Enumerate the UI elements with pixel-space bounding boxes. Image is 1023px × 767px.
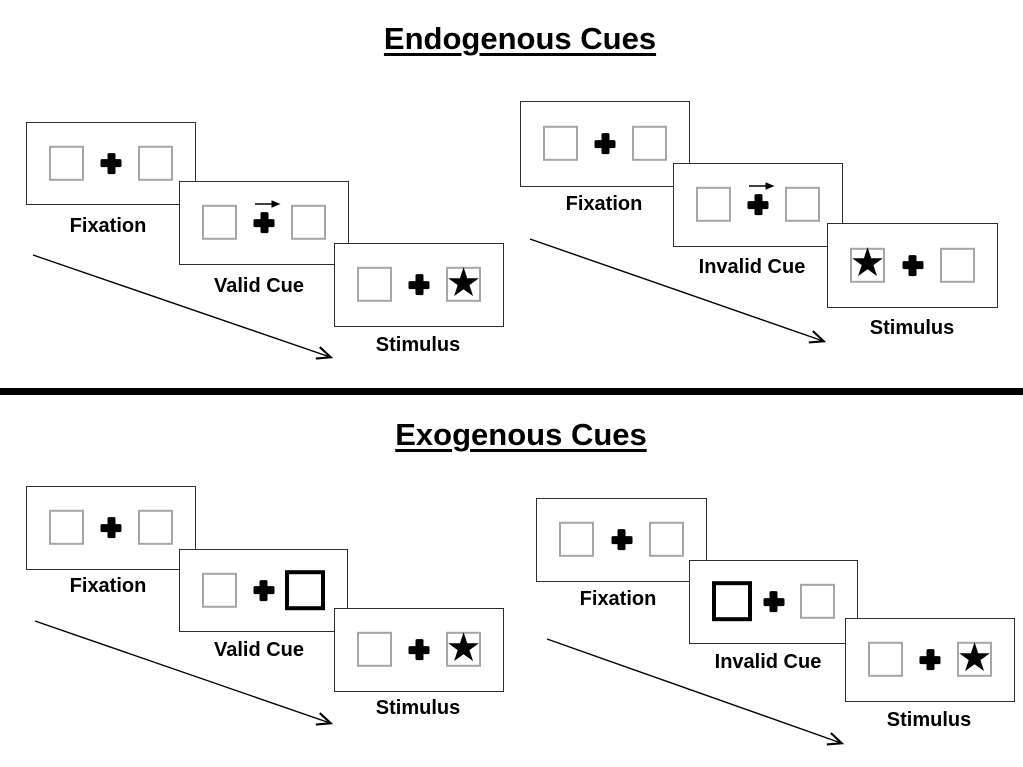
section-title-endogenous: Endogenous Cues <box>383 21 657 56</box>
fixation-cross-icon <box>919 649 941 671</box>
panel-exogenous-valid-stimulus: ★ <box>334 608 504 692</box>
panel-endogenous-invalid-fixation <box>520 101 690 187</box>
time-arrow-icon <box>32 254 330 357</box>
star-icon: ★ <box>445 624 482 671</box>
right-box <box>649 521 684 557</box>
highlighted-cue-box <box>285 569 325 610</box>
left-box <box>49 145 84 181</box>
panel-label: Valid Cue <box>213 639 305 661</box>
fixation-cross-icon <box>902 254 923 276</box>
panel-exogenous-valid-fixation <box>26 486 196 570</box>
section-divider <box>0 388 1023 395</box>
left-box <box>49 509 84 545</box>
star-icon: ★ <box>849 240 886 287</box>
panel-exogenous-invalid-fixation <box>536 498 707 582</box>
right-arrow-icon <box>255 200 281 208</box>
panel-label: Stimulus <box>869 317 955 339</box>
fixation-cross-icon <box>763 591 784 613</box>
panel-label: Stimulus <box>375 334 461 356</box>
panel-label: Fixation <box>579 588 657 610</box>
section-title-exogenous: Exogenous Cues <box>395 417 647 452</box>
fixation-cross-icon <box>611 529 632 551</box>
fixation-cross-icon <box>747 194 769 216</box>
panel-endogenous-valid-cue <box>179 181 349 265</box>
left-box <box>202 572 237 608</box>
right-box <box>138 509 173 545</box>
left-box <box>543 125 578 161</box>
panel-label: Fixation <box>565 193 643 215</box>
left-box <box>559 521 594 557</box>
fixation-cross-icon <box>253 579 274 601</box>
panel-exogenous-invalid-cue <box>689 560 858 644</box>
time-arrow-icon <box>34 620 330 723</box>
right-box <box>785 186 820 222</box>
panel-label: Fixation <box>69 215 147 237</box>
panel-endogenous-invalid-stimulus: ★ <box>827 223 998 308</box>
panel-endogenous-valid-fixation <box>26 122 196 205</box>
left-box <box>696 186 731 222</box>
panel-label: Valid Cue <box>213 275 305 297</box>
right-box <box>138 145 173 181</box>
right-box <box>291 204 326 240</box>
panel-label: Stimulus <box>375 697 461 719</box>
panel-label: Invalid Cue <box>714 651 822 673</box>
panel-exogenous-invalid-stimulus: ★ <box>845 618 1015 702</box>
fixation-cross-icon <box>408 639 430 661</box>
right-box <box>940 247 975 283</box>
star-icon: ★ <box>445 259 482 306</box>
panel-exogenous-valid-cue <box>179 549 348 632</box>
star-icon: ★ <box>956 634 993 681</box>
panel-endogenous-invalid-cue <box>673 163 843 247</box>
right-box: ★ <box>446 628 482 668</box>
left-box <box>202 204 237 240</box>
left-box <box>357 266 392 302</box>
fixation-cross-icon <box>594 133 616 155</box>
left-box <box>357 631 392 667</box>
time-arrow-icon <box>529 238 823 341</box>
highlighted-cue-box <box>712 581 752 622</box>
fixation-cross-icon <box>100 517 122 539</box>
panel-label: Stimulus <box>886 709 972 731</box>
fixation-cross-icon <box>100 152 122 174</box>
left-box <box>868 641 903 677</box>
fixation-cross-icon <box>408 274 430 296</box>
panel-label: Fixation <box>69 575 147 597</box>
right-box: ★ <box>446 263 482 303</box>
right-box: ★ <box>957 638 993 678</box>
right-box <box>800 583 835 619</box>
fixation-cross-icon <box>253 212 275 234</box>
panel-endogenous-valid-stimulus: ★ <box>334 243 504 327</box>
left-box: ★ <box>850 243 886 283</box>
panel-label: Invalid Cue <box>698 256 806 278</box>
right-box <box>632 125 667 161</box>
right-arrow-icon <box>749 182 775 190</box>
